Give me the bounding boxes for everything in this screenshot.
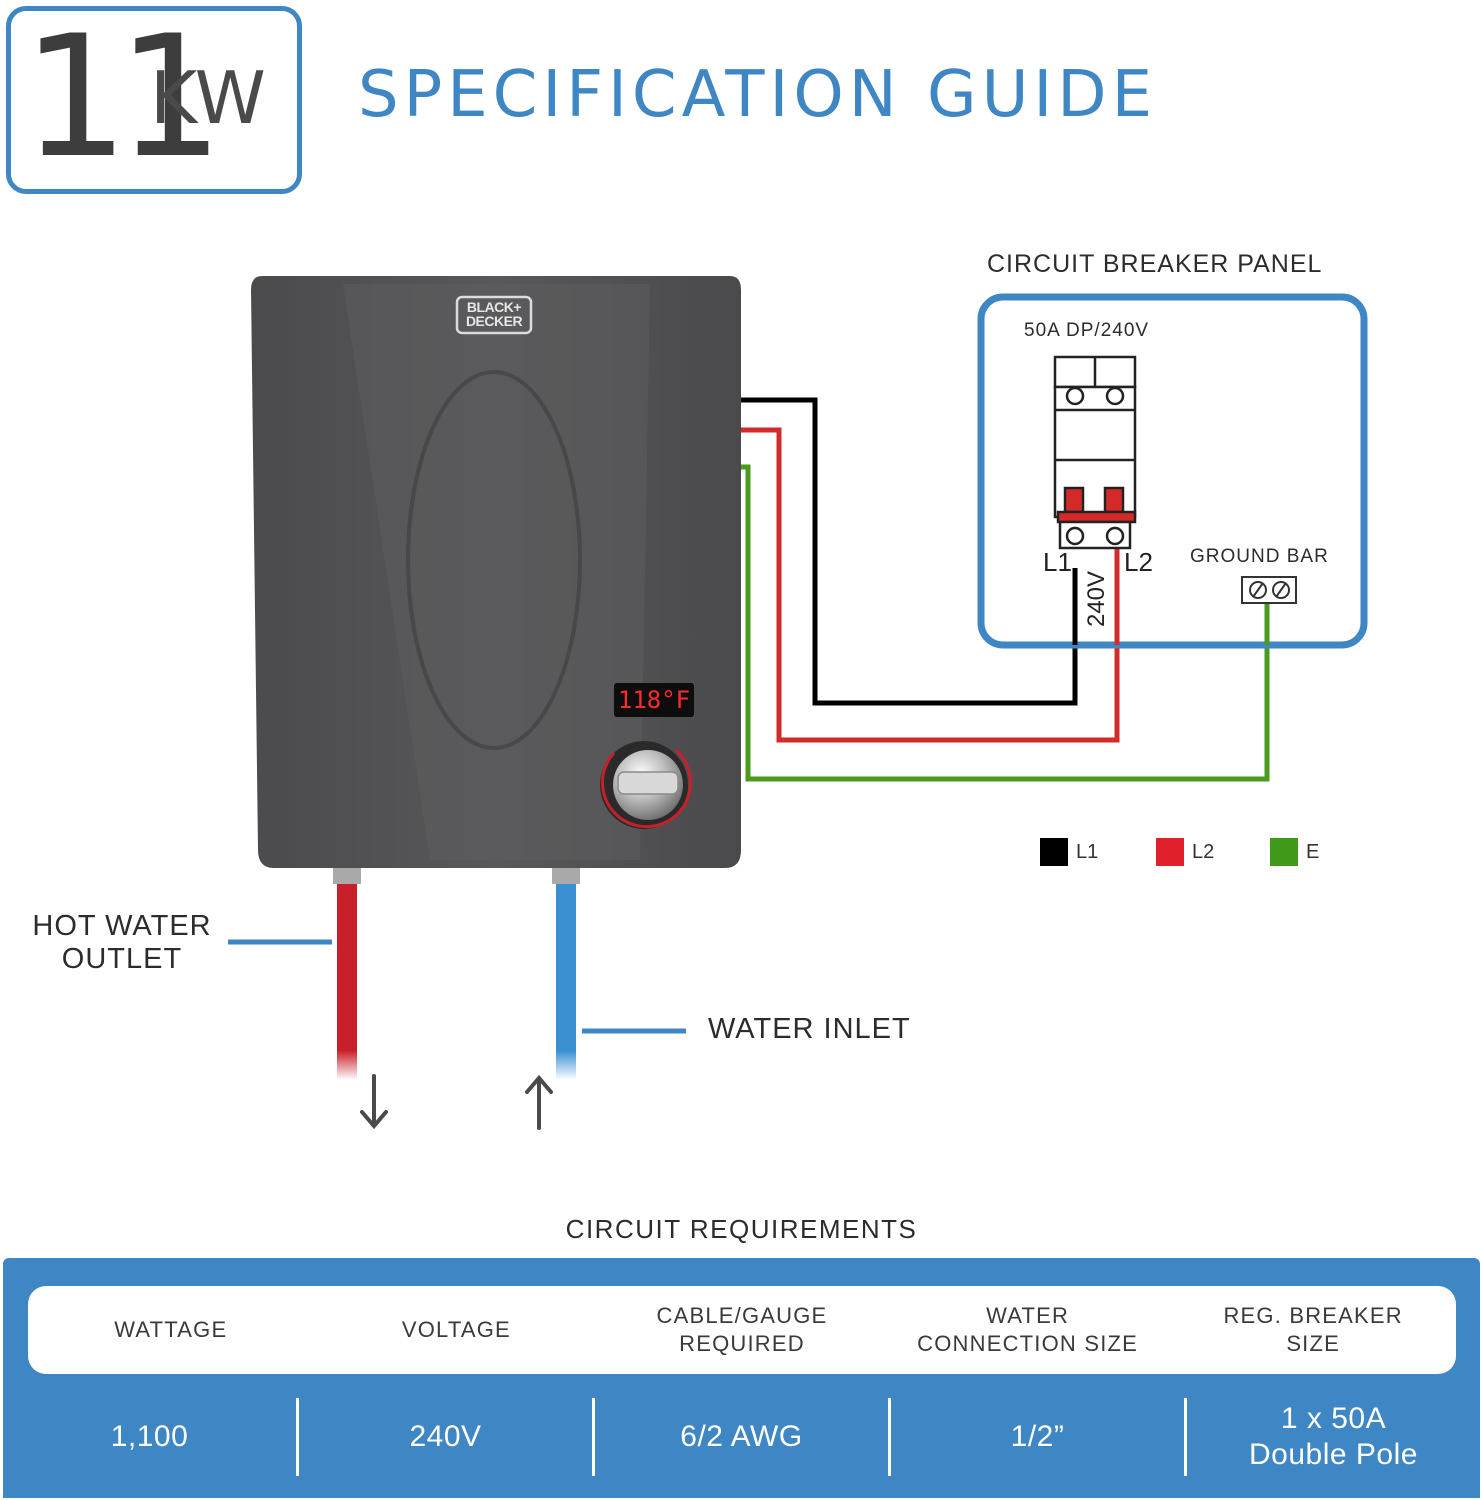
header-water-line-2: CONNECTION SIZE bbox=[917, 1331, 1139, 1356]
panel-title: CIRCUIT BREAKER PANEL bbox=[987, 250, 1323, 278]
header-wattage: WATTAGE bbox=[28, 1286, 314, 1374]
water-heater-unit bbox=[251, 276, 741, 884]
header-water-text: WATER CONNECTION SIZE bbox=[917, 1302, 1138, 1358]
wire-e bbox=[740, 464, 1270, 782]
breaker-panel-box bbox=[977, 293, 1368, 649]
legend-item-l2: L2 bbox=[1156, 838, 1214, 866]
header-wattage-text: WATTAGE bbox=[114, 1317, 228, 1342]
legend-swatch-e bbox=[1270, 838, 1298, 866]
ground-bar-icon bbox=[1241, 576, 1297, 604]
legend-label-l2: L2 bbox=[1192, 840, 1215, 863]
legend-item-l1: L1 bbox=[1040, 838, 1098, 866]
page-title: SPECIFICATION GUIDE bbox=[358, 58, 1157, 132]
value-breaker-line-2: Double Pole bbox=[1249, 1438, 1418, 1471]
breaker-rating-label: 50A DP/240V bbox=[1024, 320, 1150, 341]
value-voltage-text: 240V bbox=[409, 1420, 482, 1453]
header-voltage-text: VOLTAGE bbox=[401, 1317, 511, 1342]
legend-label-e: E bbox=[1306, 840, 1320, 863]
wire-l1 bbox=[740, 397, 1078, 706]
header-cable-line-2: REQUIRED bbox=[679, 1331, 805, 1356]
value-cable-text: 6/2 AWG bbox=[680, 1420, 803, 1453]
brand-logo: BLACK+ DECKER bbox=[459, 300, 529, 328]
power-rating-unit: KW bbox=[150, 56, 266, 140]
header-water-line-1: WATER bbox=[986, 1303, 1070, 1328]
value-water-connection: 1/2” bbox=[891, 1398, 1187, 1476]
cold-pipe bbox=[556, 884, 576, 1080]
wire-l2 bbox=[740, 427, 1120, 743]
outflow-arrow-icon bbox=[360, 1074, 388, 1130]
ground-bar-label: GROUND BAR bbox=[1190, 546, 1329, 567]
header-cable-text: CABLE/GAUGE REQUIRED bbox=[657, 1302, 828, 1358]
value-voltage: 240V bbox=[299, 1398, 595, 1476]
l1-terminal-label: L1 bbox=[1043, 547, 1072, 577]
header-voltage: VOLTAGE bbox=[314, 1286, 600, 1374]
brand-line-2: DECKER bbox=[465, 313, 523, 329]
value-water-text: 1/2” bbox=[1010, 1420, 1065, 1453]
value-wattage-text: 1,100 bbox=[110, 1420, 189, 1453]
header-breaker-line-1: REG. BREAKER bbox=[1223, 1303, 1403, 1328]
legend-swatch-l2 bbox=[1156, 838, 1184, 866]
table-title: CIRCUIT REQUIREMENTS bbox=[565, 1214, 918, 1244]
header-breaker-line-2: SIZE bbox=[1286, 1331, 1341, 1356]
wiring-diagram bbox=[228, 276, 1368, 1130]
hot-outlet-line-1: HOT WATER bbox=[32, 910, 212, 942]
value-wattage: 1,100 bbox=[3, 1398, 299, 1476]
table-value-row: 1,100 240V 6/2 AWG 1/2” 1 x 50A Double P… bbox=[3, 1398, 1480, 1476]
table-header-row: WATTAGE VOLTAGE CABLE/GAUGE REQUIRED WAT… bbox=[28, 1286, 1456, 1374]
legend-swatch-l1 bbox=[1040, 838, 1068, 866]
value-breaker-line-1: 1 x 50A bbox=[1280, 1402, 1387, 1435]
hot-outlet-line-2: OUTLET bbox=[61, 943, 183, 975]
header-breaker-text: REG. BREAKER SIZE bbox=[1223, 1302, 1402, 1358]
temperature-display: 118°F bbox=[617, 686, 691, 714]
header-breaker: REG. BREAKER SIZE bbox=[1170, 1286, 1456, 1374]
value-breaker-text: 1 x 50A Double Pole bbox=[1249, 1401, 1418, 1473]
power-rating-box bbox=[6, 6, 302, 194]
hot-water-outlet-label: HOT WATER OUTLET bbox=[22, 910, 222, 976]
header-water-connection: WATER CONNECTION SIZE bbox=[885, 1286, 1171, 1374]
power-rating-number: 11 bbox=[22, 0, 224, 195]
l2-terminal-label: L2 bbox=[1124, 547, 1153, 577]
legend-label-l1: L1 bbox=[1076, 840, 1099, 863]
header-cable: CABLE/GAUGE REQUIRED bbox=[599, 1286, 885, 1374]
legend-item-e: E bbox=[1270, 838, 1319, 866]
double-pole-breaker-icon bbox=[1053, 355, 1137, 550]
hot-pipe bbox=[337, 884, 357, 1080]
inflow-arrow-icon bbox=[525, 1074, 553, 1130]
value-breaker: 1 x 50A Double Pole bbox=[1187, 1398, 1480, 1476]
water-inlet-label: WATER INLET bbox=[708, 1013, 911, 1045]
voltage-label: 240V bbox=[1083, 570, 1110, 628]
header-cable-line-1: CABLE/GAUGE bbox=[656, 1303, 828, 1328]
value-cable: 6/2 AWG bbox=[595, 1398, 891, 1476]
brand-line-1: BLACK+ bbox=[466, 299, 522, 315]
